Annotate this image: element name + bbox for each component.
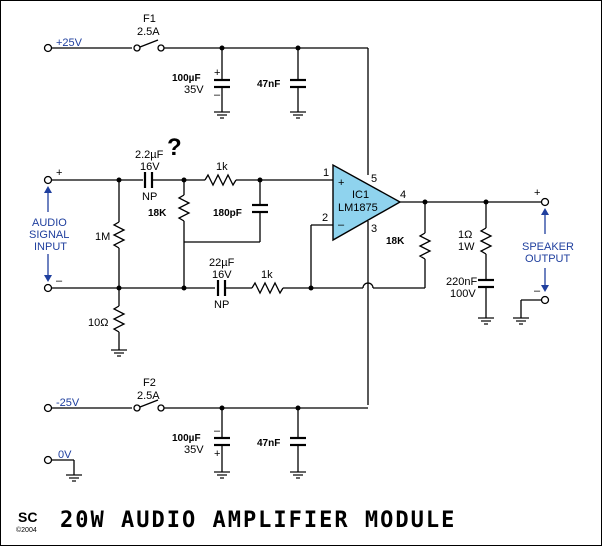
ground-icon bbox=[290, 471, 306, 479]
svg-text:+: + bbox=[214, 67, 220, 79]
zobel-cap-value: 220nF bbox=[446, 276, 477, 288]
svg-text:4: 4 bbox=[400, 189, 406, 201]
feedback-cap-value: 22µF bbox=[209, 257, 235, 269]
zobel-cap-voltage: 100V bbox=[450, 288, 476, 300]
negative-rail: -25V F2 2.5A bbox=[43, 377, 368, 413]
positive-rail: +25V F1 2.5A bbox=[43, 13, 369, 175]
svg-text:+: + bbox=[338, 177, 344, 189]
ground-supply-label: 0V bbox=[58, 449, 72, 461]
ground-resistor-value: 10Ω bbox=[88, 317, 108, 329]
zobel-resistor-power: 1W bbox=[458, 241, 475, 253]
title-block: SC ©2004 20W AUDIO AMPLIFIER MODULE bbox=[16, 508, 456, 534]
pos-bulk-cap-value: 100µF bbox=[172, 73, 201, 84]
svg-text:–: – bbox=[214, 89, 221, 101]
output-section: + 18K 1Ω 1W 220nF 100V – SPEAKER OU bbox=[386, 187, 574, 325]
copyright-year: ©2004 bbox=[16, 526, 37, 534]
feedback-ground-resistor-value: 1k bbox=[261, 269, 273, 281]
feedback-cap-type: NP bbox=[214, 299, 229, 311]
ground-icon bbox=[513, 317, 529, 325]
fuse-f1-contact-right bbox=[157, 44, 165, 52]
input-cap-value: 2.2µF bbox=[135, 149, 164, 161]
fuse-f1 bbox=[139, 39, 159, 48]
bias-resistor bbox=[177, 194, 191, 222]
svg-text:+: + bbox=[534, 187, 540, 199]
ground-icon bbox=[111, 349, 127, 357]
ground-icon bbox=[214, 471, 230, 479]
ground-terminal: 0V bbox=[43, 449, 82, 482]
neg-supply-terminal[interactable] bbox=[43, 403, 53, 413]
input-label-3: INPUT bbox=[34, 241, 67, 253]
schematic-title: 20W AUDIO AMPLIFIER MODULE bbox=[60, 508, 456, 533]
publisher-logo: SC bbox=[18, 509, 37, 525]
input-plus-terminal[interactable] bbox=[43, 175, 53, 185]
input-minus-terminal[interactable] bbox=[43, 283, 53, 293]
speaker-minus-terminal[interactable] bbox=[540, 295, 550, 305]
ground-icon bbox=[66, 474, 82, 482]
input-load-resistor bbox=[112, 221, 126, 249]
comp-cap-value: 180pF bbox=[213, 208, 242, 219]
input-label-1: AUDIO bbox=[32, 217, 67, 229]
svg-text:+: + bbox=[56, 167, 62, 179]
neg-bulk-cap-value: 100µF bbox=[172, 433, 201, 444]
svg-text:–: – bbox=[534, 285, 541, 297]
input-cap-type: NP bbox=[142, 191, 157, 203]
svg-text:+: + bbox=[214, 448, 220, 460]
feedback-resistor bbox=[418, 232, 432, 260]
feedback-cap-voltage: 16V bbox=[212, 269, 232, 281]
output-label-1: SPEAKER bbox=[522, 241, 574, 253]
feedback-ground-resistor bbox=[251, 281, 284, 295]
input-resistor-value: 1k bbox=[216, 161, 228, 173]
neg-dec-cap-value: 47nF bbox=[257, 438, 280, 449]
svg-text:–: – bbox=[338, 219, 345, 231]
input-resistor bbox=[204, 173, 237, 187]
fuse-f2 bbox=[139, 399, 159, 408]
fuse-f1-ref: F1 bbox=[143, 13, 156, 25]
input-label-2: SIGNAL bbox=[29, 229, 69, 241]
ground-icon bbox=[214, 111, 230, 119]
neg-decoupling: – + 100µF 35V 47nF bbox=[172, 408, 306, 479]
neg-supply-label: -25V bbox=[56, 397, 80, 409]
pos-decoupling: + – 100µF 35V 47nF bbox=[172, 48, 306, 119]
input-cap-voltage: 16V bbox=[140, 161, 160, 173]
feedback-resistor-value: 18K bbox=[386, 236, 405, 247]
fuse-f2-ref: F2 bbox=[143, 377, 156, 389]
fuse-f1-contact-left bbox=[133, 44, 141, 52]
zobel-resistor-value: 1Ω bbox=[458, 229, 472, 241]
pos-dec-cap-value: 47nF bbox=[257, 79, 280, 90]
pos-supply-label: +25V bbox=[56, 37, 83, 49]
pos-bulk-cap-voltage: 35V bbox=[184, 84, 204, 96]
input-load-resistor-value: 1M bbox=[95, 231, 110, 243]
svg-text:–: – bbox=[214, 425, 221, 437]
question-annotation: ? bbox=[167, 134, 182, 161]
svg-text:–: – bbox=[56, 275, 63, 287]
ground-resistor bbox=[112, 305, 126, 333]
zobel-resistor bbox=[479, 227, 493, 255]
svg-text:2: 2 bbox=[322, 212, 328, 224]
fuse-f2-rating: 2.5A bbox=[137, 390, 160, 402]
pos-supply-terminal[interactable] bbox=[43, 43, 53, 53]
opamp-triangle bbox=[332, 163, 402, 242]
ic-part: LM1875 bbox=[338, 202, 378, 214]
ic1-lm1875: + – IC1 LM1875 1 2 3 4 5 bbox=[322, 163, 406, 405]
ground-icon bbox=[478, 317, 494, 325]
output-label-2: OUTPUT bbox=[525, 253, 571, 265]
ground-supply-terminal[interactable] bbox=[43, 455, 53, 465]
speaker-plus-terminal[interactable] bbox=[540, 197, 550, 207]
svg-text:5: 5 bbox=[371, 173, 377, 185]
fuse-f1-rating: 2.5A bbox=[137, 26, 160, 38]
ic-ref: IC1 bbox=[352, 189, 369, 201]
svg-text:3: 3 bbox=[371, 223, 377, 235]
ground-icon bbox=[290, 111, 306, 119]
input-section: + – AUDIO SIGNAL INPUT 2.2µF 16V NP ? 1k… bbox=[29, 134, 425, 357]
neg-bulk-cap-voltage: 35V bbox=[184, 444, 204, 456]
svg-text:1: 1 bbox=[323, 167, 329, 179]
bias-resistor-value: 18K bbox=[148, 208, 167, 219]
